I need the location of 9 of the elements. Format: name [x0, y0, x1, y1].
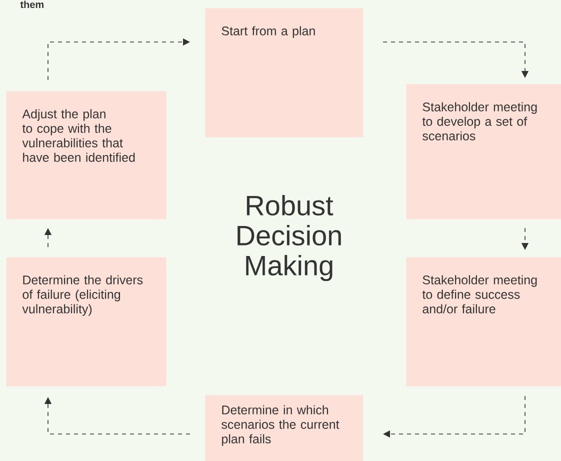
step-box: Start from a plan [205, 8, 364, 138]
note-text: them [20, 0, 44, 8]
step-box: Stakeholder meeting to develop a set of scenarios [406, 84, 561, 220]
center-title: Robust Decision Making [238, 194, 341, 282]
step-box: Stakeholder meeting to define success and/or failure [406, 257, 561, 386]
step-box: Determine in which scenarios the current plan fails [205, 395, 364, 461]
dashed-arrow [48, 38, 190, 80]
step-box: Adjust the plan to cope with the vulnerabilities that have been identified [6, 91, 166, 220]
step-box: Determine the drivers of failure (eliciting vulnerability) [6, 257, 166, 386]
